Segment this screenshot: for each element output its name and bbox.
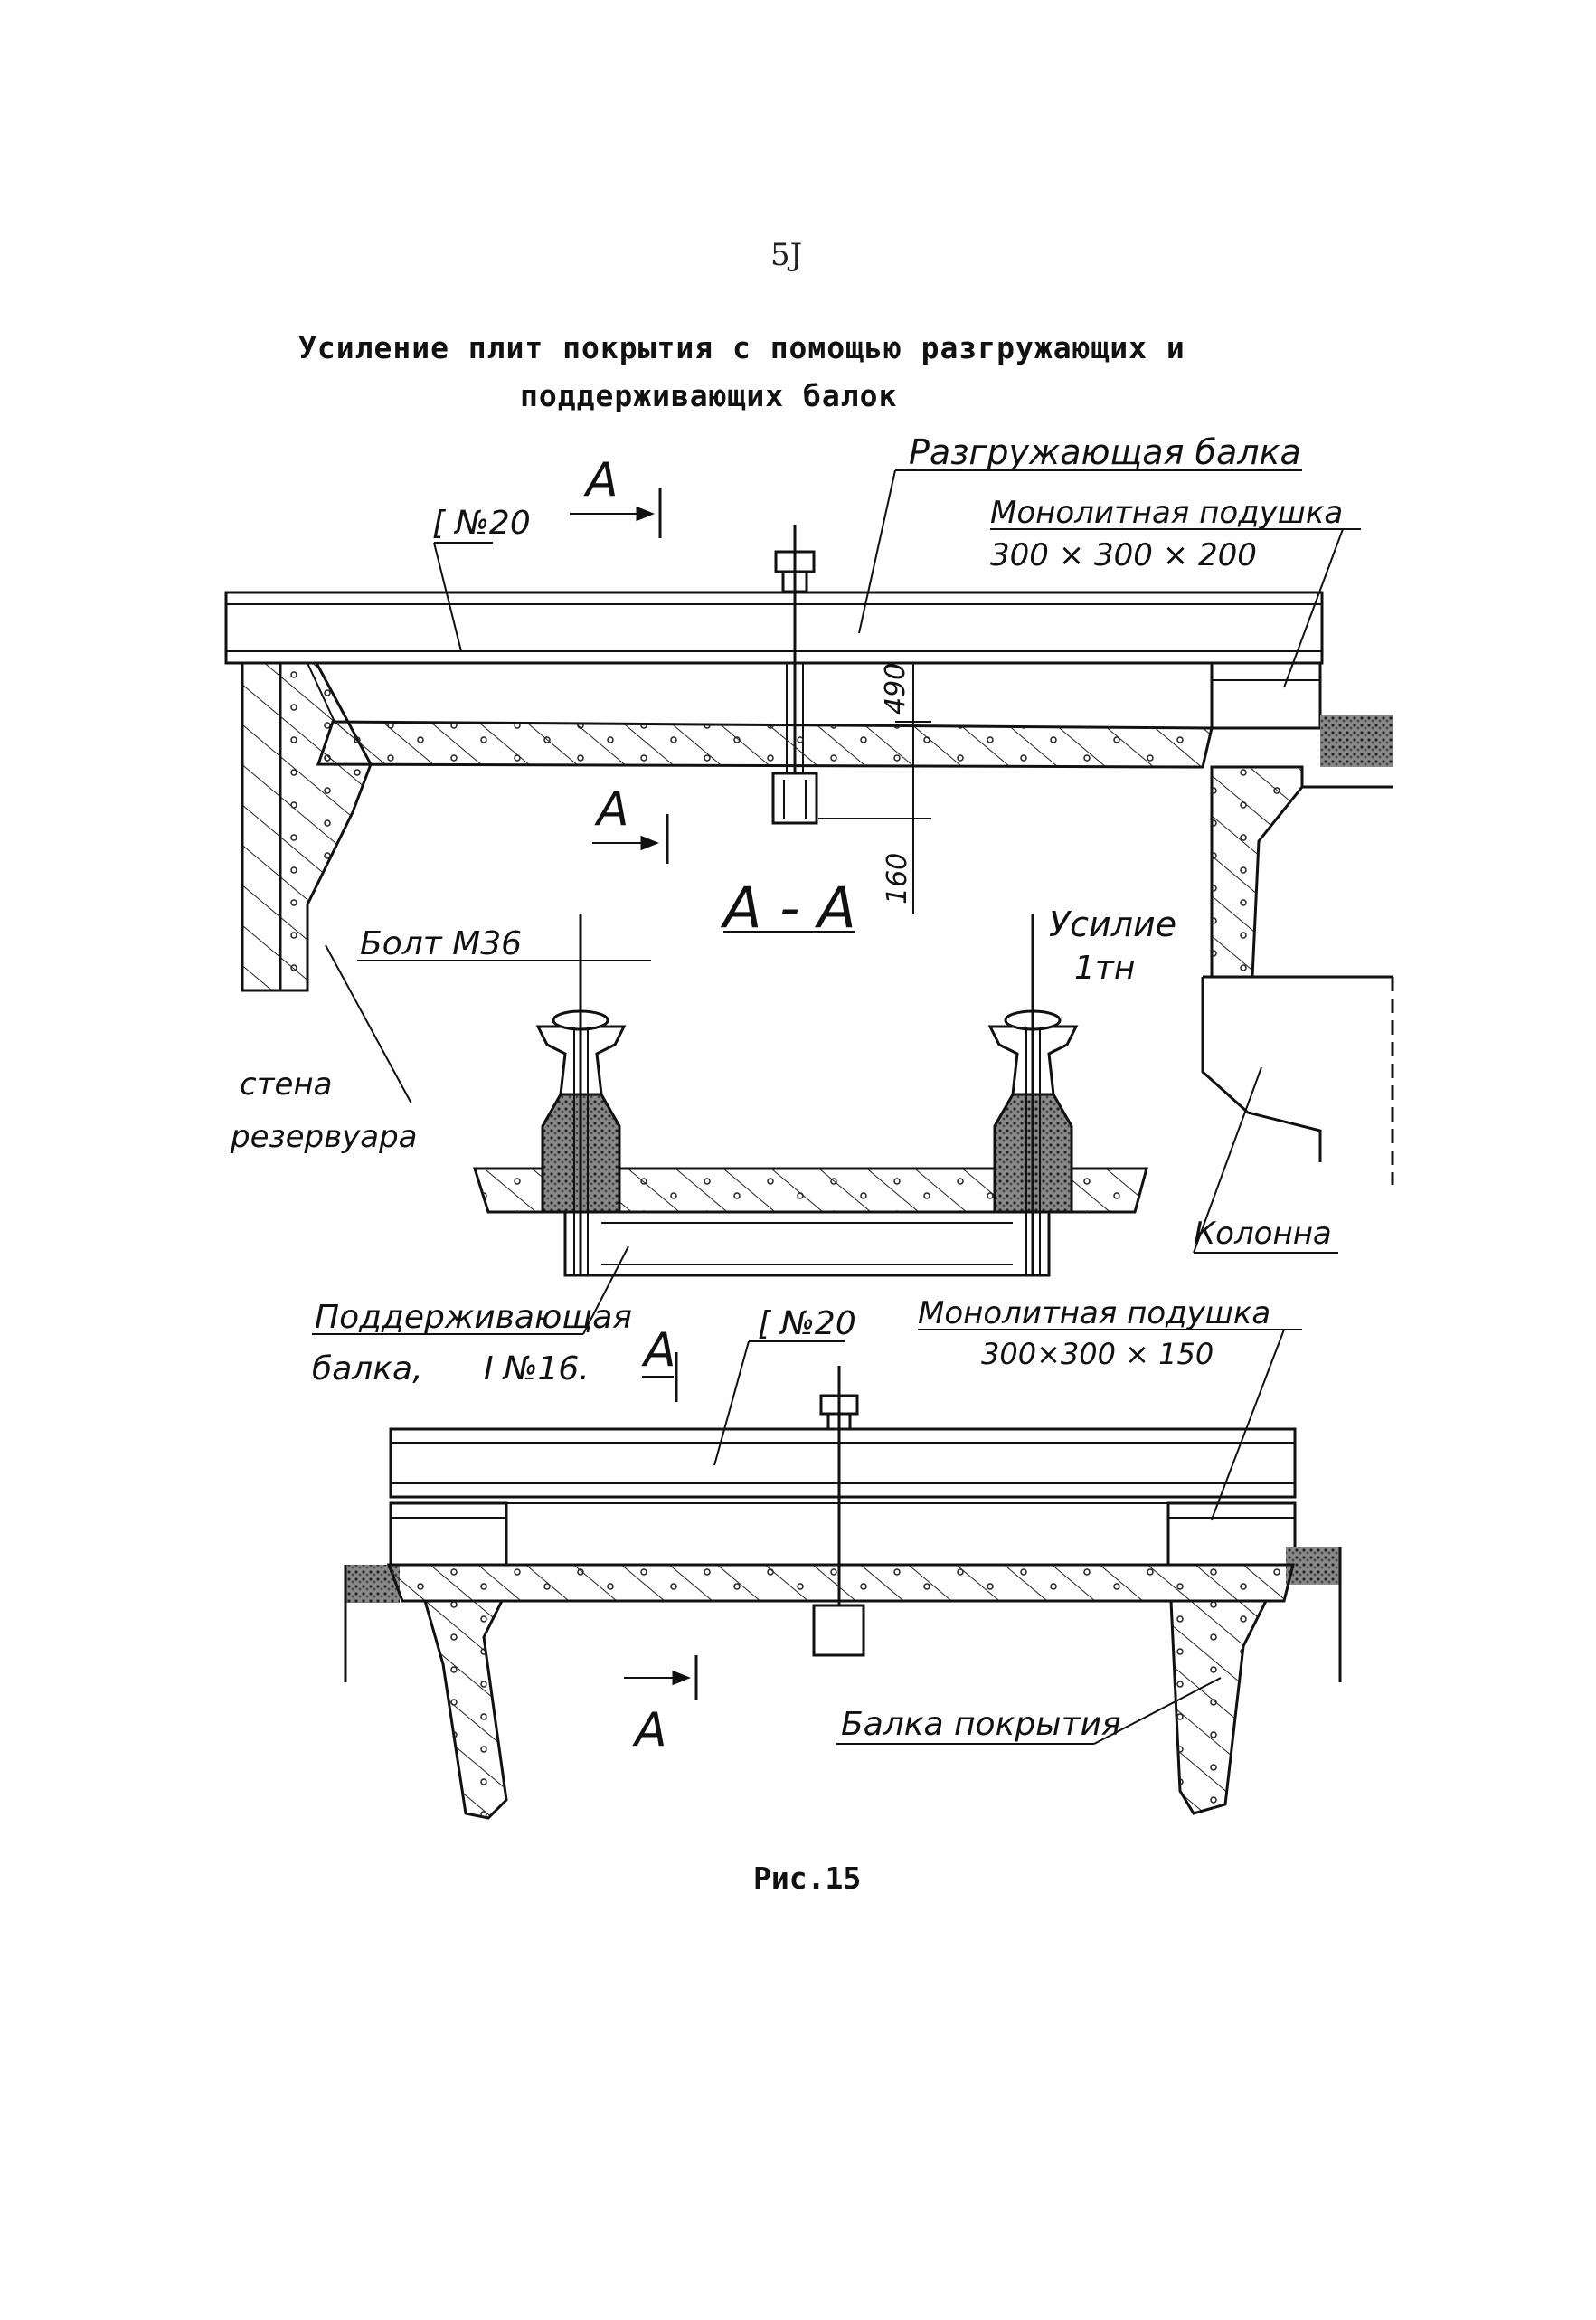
bottom-right-pad [1166, 1501, 1297, 1567]
force-label-2: 1тн [1074, 950, 1135, 987]
bolt-label: Болт М36 [360, 925, 522, 962]
bottom-pad-label: Монолитная подушка [918, 1295, 1270, 1331]
top-channel-label: [ №20 [432, 505, 531, 542]
wall-label-1: стена [240, 1066, 332, 1103]
section-view [312, 914, 1148, 1335]
top-pad-label: Монолитная подушка [990, 495, 1343, 531]
unloading-beam [224, 591, 1324, 665]
bottom-view [344, 1329, 1342, 1820]
support-beam [563, 1210, 1051, 1277]
title-line-1: Усиление плит покрытия с помощью разгруж… [298, 330, 1185, 365]
bottom-channel [389, 1427, 1297, 1499]
title-line-2: поддерживающих балок [520, 378, 898, 413]
column [1201, 977, 1322, 1162]
top-view [224, 469, 1394, 1254]
page-number: 5Ј [770, 237, 803, 273]
monolithic-pad [1210, 661, 1322, 730]
bottom-left-pad [389, 1501, 508, 1567]
dim-490: 490 [880, 663, 911, 715]
force-label-1: Усилие [1049, 904, 1176, 944]
support-beam-label-1: Поддерживающая [315, 1299, 632, 1336]
bottom-channel-label: [ №20 [758, 1305, 856, 1342]
bottom-cut-mark-bottom: А [632, 1703, 667, 1757]
section-labels: А - А Болт М36 Усилие 1тн Поддерживающая… [312, 875, 1176, 1387]
section-title: А - А [720, 875, 856, 941]
support-beam-profile: I №16. [484, 1350, 590, 1387]
roof-beam-label: Балка покрытия [841, 1706, 1121, 1743]
top-view-labels: [ №20 Разгружающая балка Монолитная поду… [230, 432, 1343, 1252]
reservoir-wall [241, 661, 282, 992]
bottom-view-labels: [ №20 Монолитная подушка 300×300 × 150 А… [632, 1295, 1270, 1757]
bottom-cut-mark-top: А [641, 1323, 676, 1378]
column-label: Колонна [1194, 1216, 1332, 1252]
wall-label-2: резервуара [230, 1119, 418, 1155]
unloading-beam-label: Разгружающая балка [909, 432, 1301, 472]
figure-caption: Рис.15 [753, 1861, 862, 1896]
dim-160: 160 [882, 853, 913, 904]
top-pad-size: 300 × 300 × 200 [990, 537, 1257, 573]
cut-mark-bottom: А [594, 782, 629, 837]
bottom-pad-size: 300×300 × 150 [981, 1337, 1214, 1371]
support-beam-label-2: балка, [312, 1350, 423, 1387]
cut-mark-top: А [583, 453, 619, 507]
